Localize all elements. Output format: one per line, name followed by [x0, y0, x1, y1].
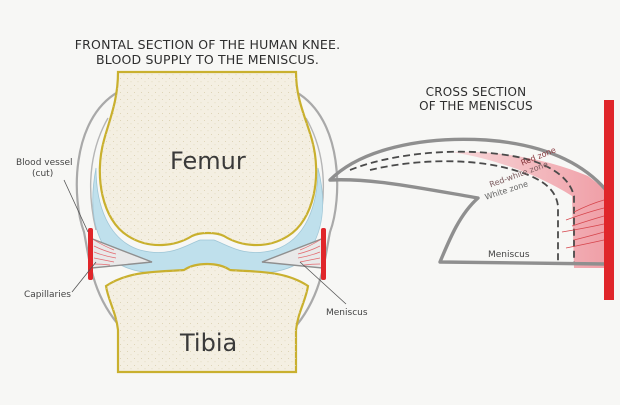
meniscus-label-cross: Meniscus	[488, 250, 530, 260]
tibia-label: Tibia	[180, 330, 237, 358]
capillaries-label: Capillaries	[24, 290, 71, 300]
blood-vessel-cut-label: (cut)	[32, 169, 53, 179]
meniscus-label-left: Meniscus	[326, 308, 368, 318]
cross-section-title-line2: OF THE MENISCUS	[406, 100, 546, 114]
blood-vessel-cross-section	[604, 100, 614, 300]
meniscus-cross-section	[330, 139, 606, 264]
blood-vessel-left	[88, 228, 93, 280]
cross-section-title-line1: CROSS SECTION	[406, 86, 546, 100]
blood-vessel-right	[321, 228, 326, 280]
blood-vessel-label: Blood vessel	[16, 158, 73, 168]
main-title-line2: BLOOD SUPPLY TO THE MENISCUS.	[30, 53, 385, 67]
main-title-line1: FRONTAL SECTION OF THE HUMAN KNEE.	[30, 38, 385, 52]
femur-label: Femur	[170, 148, 246, 176]
